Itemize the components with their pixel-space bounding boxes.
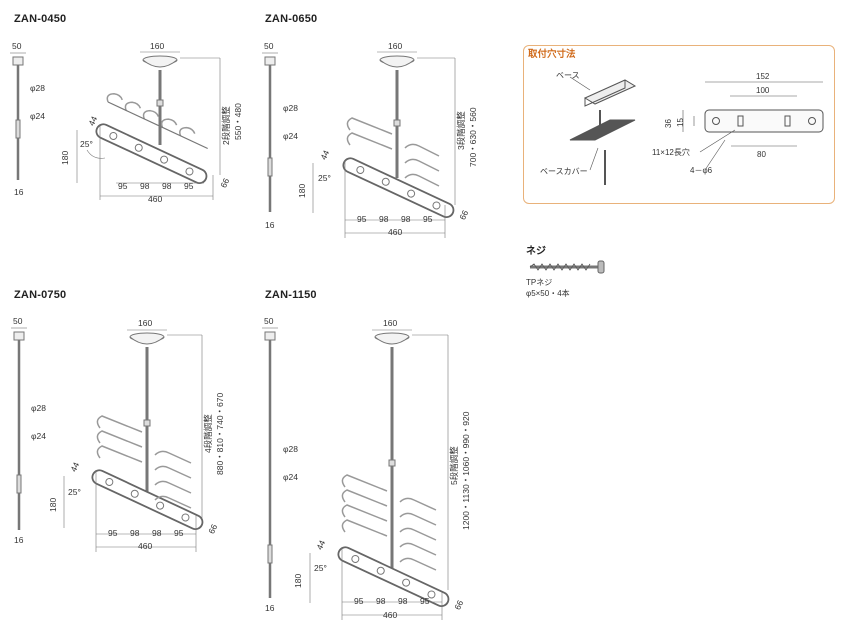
height-range: 1200・1130・1060・990・920 <box>461 411 471 530</box>
hanger-height-label: 180 <box>48 497 58 512</box>
side-width-label: 50 <box>264 41 274 51</box>
hole-label: 4－φ6 <box>690 166 713 175</box>
spacing-label: 95 <box>420 596 430 606</box>
pole-upper-label: φ28 <box>30 83 45 93</box>
angle-label: 25° <box>68 487 81 497</box>
spacing-label: 95 <box>423 214 433 224</box>
model-name: ZAN-0650 <box>265 13 318 25</box>
base-label: ベース <box>556 71 580 80</box>
pole-upper-label: φ28 <box>283 103 298 113</box>
spacing-label: 98 <box>379 214 389 224</box>
base-width-label: 160 <box>138 318 153 328</box>
screw-title: ネジ <box>526 246 546 257</box>
total-width-label: 460 <box>383 610 398 620</box>
spacing-label: 95 <box>357 214 367 224</box>
pole-bottom-label: 16 <box>14 535 24 545</box>
model-name: ZAN-1150 <box>265 289 317 301</box>
side-width-label: 50 <box>12 41 22 51</box>
mount-hole-plan <box>682 81 824 171</box>
mount-base-illustration <box>569 76 637 185</box>
diagram-zan-0450 <box>10 51 221 200</box>
angle-label: 25° <box>314 563 327 573</box>
spacing-label: 98 <box>398 596 408 606</box>
model-name: ZAN-0450 <box>14 13 67 25</box>
steps-label: 4段階調整 <box>203 414 213 453</box>
spacing-label: 98 <box>130 528 140 538</box>
steps-label: 3段階調整 <box>456 111 466 150</box>
screw-illustration <box>529 260 605 274</box>
pole-lower-label: φ24 <box>283 131 298 141</box>
total-width-label: 460 <box>388 227 403 237</box>
hanger-height-label: 180 <box>297 183 307 198</box>
pole-bottom-label: 16 <box>14 187 24 197</box>
spacing-label: 98 <box>401 214 411 224</box>
pole-lower-label: φ24 <box>283 472 298 482</box>
side-width-label: 50 <box>264 316 274 326</box>
total-width-label: 460 <box>148 194 163 204</box>
mount-holes-panel <box>523 45 835 204</box>
height-range: 700・630・560 <box>468 107 478 167</box>
spacing-label: 95 <box>108 528 118 538</box>
spacing-label: 95 <box>354 596 364 606</box>
base-width-label: 160 <box>388 41 403 51</box>
hanger-height-label: 180 <box>60 150 70 165</box>
diagram-zan-0750 <box>11 327 204 552</box>
spacing-label: 98 <box>140 181 150 191</box>
base-cover-label: ベースカバー <box>540 167 588 176</box>
base-width-label: 160 <box>150 41 165 51</box>
height-range: 880・810・740・670 <box>215 392 225 475</box>
spacing-label: 98 <box>152 528 162 538</box>
height-inner-label: 15 <box>676 118 685 127</box>
side-width-label: 50 <box>13 316 23 326</box>
steps-label: 2段階調整 <box>221 106 231 145</box>
mount-panel-title: 取付穴寸法 <box>528 49 576 60</box>
hanger-height-label: 180 <box>293 573 303 588</box>
pole-lower-label: φ24 <box>30 111 45 121</box>
height-outer-label: 36 <box>664 119 673 128</box>
angle-label: 25° <box>318 173 331 183</box>
screw-name: TPネジ <box>526 278 553 287</box>
base-width-label: 160 <box>383 318 398 328</box>
screw-spec: φ5×50・4本 <box>526 289 570 298</box>
spacing-label: 98 <box>376 596 386 606</box>
pole-bottom-label: 16 <box>265 603 275 613</box>
spacing-label: 95 <box>118 181 128 191</box>
angle-label: 25° <box>80 139 93 149</box>
pole-upper-label: φ28 <box>283 444 298 454</box>
spacing-label: 98 <box>162 181 172 191</box>
hole-spacing-label: 80 <box>757 150 766 159</box>
pole-bottom-label: 16 <box>265 220 275 230</box>
diagram-zan-0650 <box>262 51 456 238</box>
diagram-zan-1150 <box>262 327 450 620</box>
spacing-label: 95 <box>184 181 194 191</box>
width-outer-label: 152 <box>756 72 770 81</box>
spacing-label: 95 <box>174 528 184 538</box>
steps-label: 5段階調整 <box>449 446 459 485</box>
model-name: ZAN-0750 <box>14 289 67 301</box>
total-width-label: 460 <box>138 541 153 551</box>
pole-lower-label: φ24 <box>31 431 46 441</box>
slot-label: 11×12長穴 <box>652 148 690 157</box>
width-inner-label: 100 <box>756 86 770 95</box>
height-range: 550・480 <box>233 103 243 140</box>
pole-upper-label: φ28 <box>31 403 46 413</box>
